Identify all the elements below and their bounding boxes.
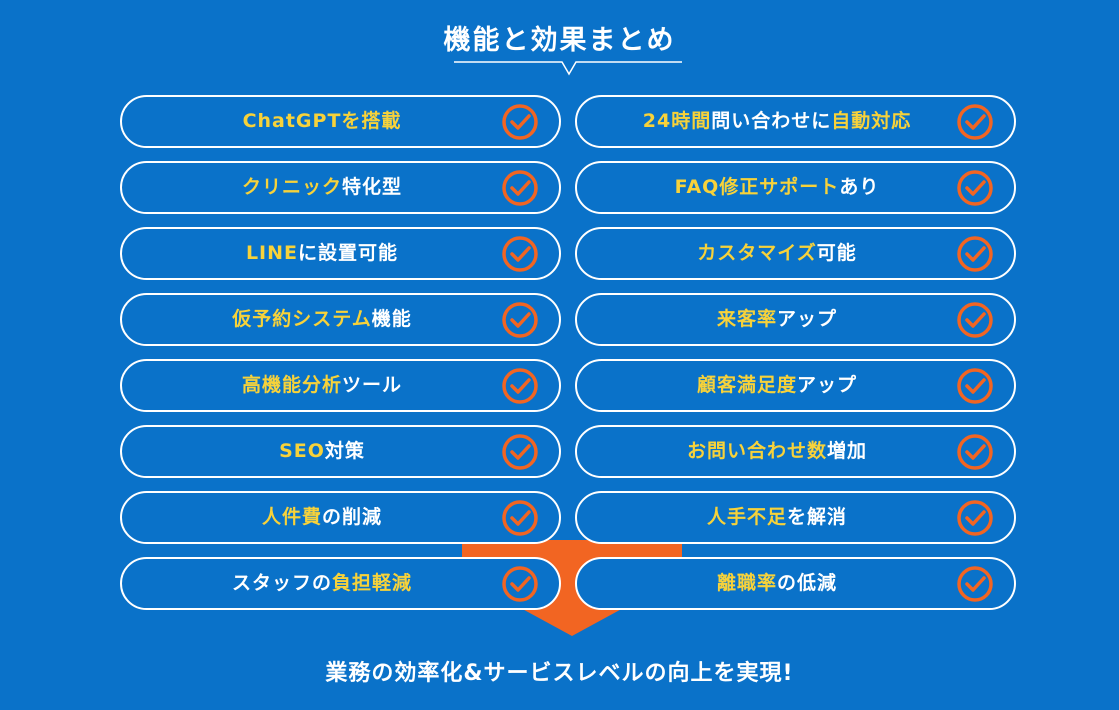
check-circle-icon	[957, 368, 993, 404]
feature-label-part: 対策	[324, 440, 365, 462]
check-circle-icon	[502, 170, 538, 206]
feature-label-part: SEO	[279, 440, 325, 462]
feature-label-part: に設置可能	[298, 242, 399, 264]
feature-label-part: ツール	[342, 374, 403, 396]
feature-label: カスタマイズ可能	[577, 229, 977, 278]
feature-label: 人手不足を解消	[577, 493, 977, 542]
footer-tagline: 業務の効率化&サービスレベルの向上を実現!	[325, 661, 794, 686]
feature-label-part: を解消	[787, 506, 848, 528]
check-circle-icon	[957, 566, 993, 602]
feature-label: お問い合わせ数増加	[577, 427, 977, 476]
feature-label: クリニック特化型	[122, 163, 522, 212]
feature-label-part: 問い合わせに	[711, 110, 832, 132]
feature-label: ChatGPTを搭載	[122, 97, 522, 146]
check-circle-icon	[957, 302, 993, 338]
feature-label-part: 特化型	[342, 176, 403, 198]
feature-pill-right: 来客率アップ	[575, 293, 1016, 346]
feature-pill-right: カスタマイズ可能	[575, 227, 1016, 280]
check-circle-icon	[502, 104, 538, 140]
feature-label: SEO対策	[122, 427, 522, 476]
feature-label: 来客率アップ	[577, 295, 977, 344]
feature-label: 離職率の低減	[577, 559, 977, 608]
check-circle-icon	[502, 566, 538, 602]
feature-label-part: 人手不足	[706, 506, 787, 528]
title-underline	[454, 61, 682, 76]
feature-label-part: 離職率	[716, 572, 777, 594]
feature-pill-left: LINEに設置可能	[120, 227, 561, 280]
feature-label-part: 人件費	[261, 506, 322, 528]
check-circle-icon	[502, 368, 538, 404]
feature-label-part: アップ	[797, 374, 858, 396]
page-title: 機能と効果まとめ	[443, 25, 676, 56]
feature-pill-right: FAQ修正サポートあり	[575, 161, 1016, 214]
feature-pill-left: スタッフの負担軽減	[120, 557, 561, 610]
feature-label-part: LINE	[245, 242, 299, 264]
check-circle-icon	[957, 500, 993, 536]
feature-pill-right: 顧客満足度アップ	[575, 359, 1016, 412]
check-circle-icon	[502, 434, 538, 470]
feature-label-part: の低減	[777, 572, 838, 594]
feature-label-part: ChatGPT	[242, 110, 342, 132]
feature-label-part: 24時間	[642, 110, 712, 132]
feature-label: LINEに設置可能	[122, 229, 522, 278]
feature-pill-right: 離職率の低減	[575, 557, 1016, 610]
feature-label: 人件費の削減	[122, 493, 522, 542]
feature-label: 仮予約システム機能	[122, 295, 522, 344]
feature-pill-left: SEO対策	[120, 425, 561, 478]
feature-label-part: FAQ修正サポート	[674, 176, 840, 198]
feature-label-part: クリニック	[241, 176, 342, 198]
feature-pill-left: 高機能分析ツール	[120, 359, 561, 412]
check-circle-icon	[957, 434, 993, 470]
feature-pill-left: 人件費の削減	[120, 491, 561, 544]
check-circle-icon	[502, 236, 538, 272]
feature-pill-left: ChatGPTを搭載	[120, 95, 561, 148]
feature-label-part: 自動対応	[831, 110, 912, 132]
feature-pill-right: 人手不足を解消	[575, 491, 1016, 544]
feature-label-part: の削減	[322, 506, 383, 528]
feature-label-part: アップ	[777, 308, 838, 330]
feature-pill-right: お問い合わせ数増加	[575, 425, 1016, 478]
check-circle-icon	[957, 170, 993, 206]
feature-pill-left: クリニック特化型	[120, 161, 561, 214]
feature-label-part: スタッフの	[231, 572, 332, 594]
feature-label-part: 負担軽減	[332, 572, 413, 594]
feature-pill-right: 24時間問い合わせに自動対応	[575, 95, 1016, 148]
check-circle-icon	[502, 500, 538, 536]
feature-label-part: 機能	[371, 308, 412, 330]
check-circle-icon	[502, 302, 538, 338]
feature-label-part: 仮予約システム	[232, 308, 372, 330]
check-circle-icon	[957, 236, 993, 272]
feature-label-part: 顧客満足度	[696, 374, 797, 396]
feature-label-part: 高機能分析	[241, 374, 342, 396]
feature-label: 顧客満足度アップ	[577, 361, 977, 410]
feature-label-part: を搭載	[341, 110, 402, 132]
feature-pill-left: 仮予約システム機能	[120, 293, 561, 346]
feature-label-part: 増加	[827, 440, 868, 462]
feature-label-part: 可能	[816, 242, 857, 264]
feature-label-part: あり	[839, 176, 880, 198]
check-circle-icon	[957, 104, 993, 140]
feature-label-part: 来客率	[716, 308, 777, 330]
feature-label: 高機能分析ツール	[122, 361, 522, 410]
feature-label-part: カスタマイズ	[697, 242, 817, 264]
feature-label-part: お問い合わせ数	[686, 440, 827, 462]
feature-label: FAQ修正サポートあり	[577, 163, 977, 212]
feature-label: スタッフの負担軽減	[122, 559, 522, 608]
feature-label: 24時間問い合わせに自動対応	[577, 97, 977, 146]
